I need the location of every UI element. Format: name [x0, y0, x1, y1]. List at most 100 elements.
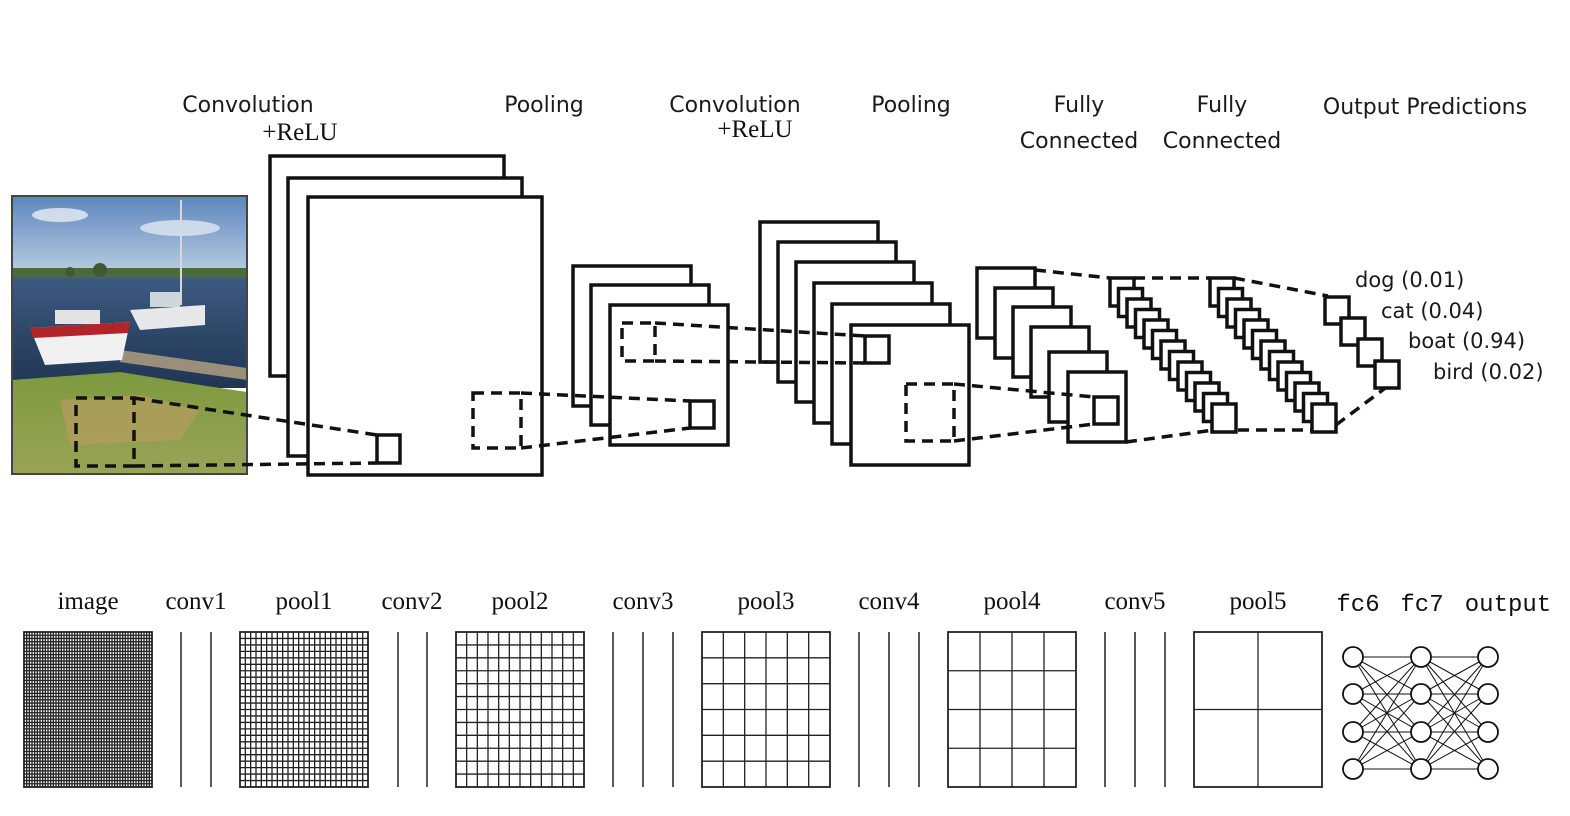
pool2-grid-lines [456, 632, 584, 787]
bottom-label-fc7: fc7 [1400, 592, 1443, 619]
conv2-receptive-field [904, 382, 956, 443]
pool1-kernel-box [688, 399, 716, 430]
pool4-grid [947, 631, 1077, 788]
connector-conv2-pool2-bottom [953, 422, 1095, 443]
conv-separator-lines [180, 632, 1166, 787]
connector-conv1-pool1-top [520, 391, 691, 403]
label-output-predictions: Output Predictions [1323, 95, 1527, 120]
connector-input-conv1-top [133, 396, 378, 437]
fc-edge [1420, 656, 1489, 770]
fc-edge [1420, 693, 1489, 770]
fc6-neuron-4 [1342, 758, 1364, 780]
label-fully-connected-2-line2: Connected [1163, 129, 1281, 154]
fc-edge [1352, 693, 1422, 770]
pool2-feature-maps [975, 266, 1128, 444]
fc-edge [1352, 731, 1422, 770]
connector-pool2-fc1-top [1034, 268, 1111, 280]
fc1-node-stack [1108, 276, 1238, 434]
pool5-grid [1193, 631, 1323, 788]
top-labels: Convolution +ReLU Pooling Convolution +R… [182, 93, 1527, 154]
prediction-labels: dog (0.01) cat (0.04) boat (0.94) bird (… [1355, 268, 1544, 384]
fc-edge [1420, 656, 1489, 733]
pool3-grid [701, 631, 831, 788]
bottom-label-pool2: pool2 [492, 588, 549, 615]
pooling-grid-boxes [23, 631, 1323, 788]
connector-conv1-pool1-bottom [520, 426, 691, 450]
conv1-kernel-box [375, 433, 402, 465]
conv1-map-3 [306, 195, 544, 477]
fc7-neuron-1 [1410, 646, 1432, 668]
image-grid-lines [24, 632, 152, 787]
fc6-neuron-3 [1342, 721, 1364, 743]
label-pooling-1: Pooling [504, 93, 584, 118]
label-fully-connected-2-line1: Fully [1197, 93, 1248, 118]
bottom-label-conv3: conv3 [612, 588, 673, 615]
pool1-grid-lines [240, 632, 368, 787]
prediction-dog: dog (0.01) [1355, 268, 1464, 292]
fc7-neuron-3 [1410, 721, 1432, 743]
label-convolution-2: Convolution [669, 93, 800, 118]
fc-network [1342, 646, 1499, 780]
connector-input-conv1-bottom [133, 461, 378, 468]
bottom-label-conv1: conv1 [165, 588, 226, 615]
fc-edge [1420, 656, 1489, 695]
fc2-node-13 [1310, 402, 1338, 434]
label-relu-1: +ReLU [262, 119, 337, 146]
conv2-kernel-box [863, 334, 891, 365]
output-neuron-2 [1477, 683, 1499, 705]
connector-pool2-fc1-bottom [1125, 428, 1215, 444]
fc7-neuron-4 [1410, 758, 1432, 780]
output-node-bird [1373, 359, 1401, 390]
bottom-label-pool1: pool1 [276, 588, 333, 615]
label-fully-connected-1-line2: Connected [1020, 129, 1138, 154]
conv2-feature-maps [758, 220, 971, 467]
pool5-grid-lines [1194, 632, 1322, 787]
bottom-label-pool5: pool5 [1230, 588, 1287, 615]
bottom-label-conv4: conv4 [858, 588, 920, 615]
bottom-label-fc6: fc6 [1336, 592, 1379, 619]
connector-fc2-output-bottom [1334, 384, 1390, 427]
output-node-dog [1323, 295, 1351, 326]
label-convolution-1: Convolution [182, 93, 313, 118]
fc7-neuron-2 [1410, 683, 1432, 705]
input-receptive-field [74, 396, 136, 468]
pool1-grid [239, 631, 369, 788]
prediction-cat: cat (0.04) [1381, 299, 1483, 323]
input-photo-frame [11, 195, 248, 475]
bottom-label-pool3: pool3 [738, 588, 795, 615]
pool2-kernel-box [1092, 395, 1120, 426]
bottom-label-conv2: conv2 [381, 588, 442, 615]
pool3-grid-lines [702, 632, 830, 787]
output-nodes [1323, 295, 1401, 390]
bottom-label-image: image [57, 588, 118, 615]
input-photo [12, 196, 247, 474]
image-grid [23, 631, 153, 788]
fc6-neuron-1 [1342, 646, 1364, 668]
fc2-node-stack [1208, 276, 1338, 434]
fc-edge [1352, 656, 1422, 733]
output-neuron-1 [1477, 646, 1499, 668]
prediction-boat: boat (0.94) [1408, 329, 1525, 353]
output-neuron-3 [1477, 721, 1499, 743]
bottom-label-conv5: conv5 [1104, 588, 1165, 615]
conv1-feature-maps [268, 154, 544, 477]
label-fully-connected-1-line1: Fully [1054, 93, 1105, 118]
fc-edge [1420, 731, 1489, 770]
fc1-node-13 [1210, 402, 1238, 434]
bottom-label-output: output [1465, 592, 1551, 619]
fc-edge [1352, 656, 1422, 695]
conv1-receptive-field [471, 391, 523, 450]
prediction-bird: bird (0.02) [1433, 360, 1544, 384]
pool2-grid [455, 631, 585, 788]
fc-edge [1352, 656, 1422, 770]
pool4-grid-lines [948, 632, 1076, 787]
label-relu-2: +ReLU [717, 116, 792, 143]
bottom-label-pool4: pool4 [984, 588, 1041, 615]
label-pooling-2: Pooling [871, 93, 951, 118]
bottom-labels: image conv1 pool1 conv2 pool2 conv3 pool… [57, 588, 1551, 619]
fc6-neuron-2 [1342, 683, 1364, 705]
connector-fc2-output-top [1233, 276, 1329, 298]
connector-conv2-pool2-top [953, 382, 1095, 399]
